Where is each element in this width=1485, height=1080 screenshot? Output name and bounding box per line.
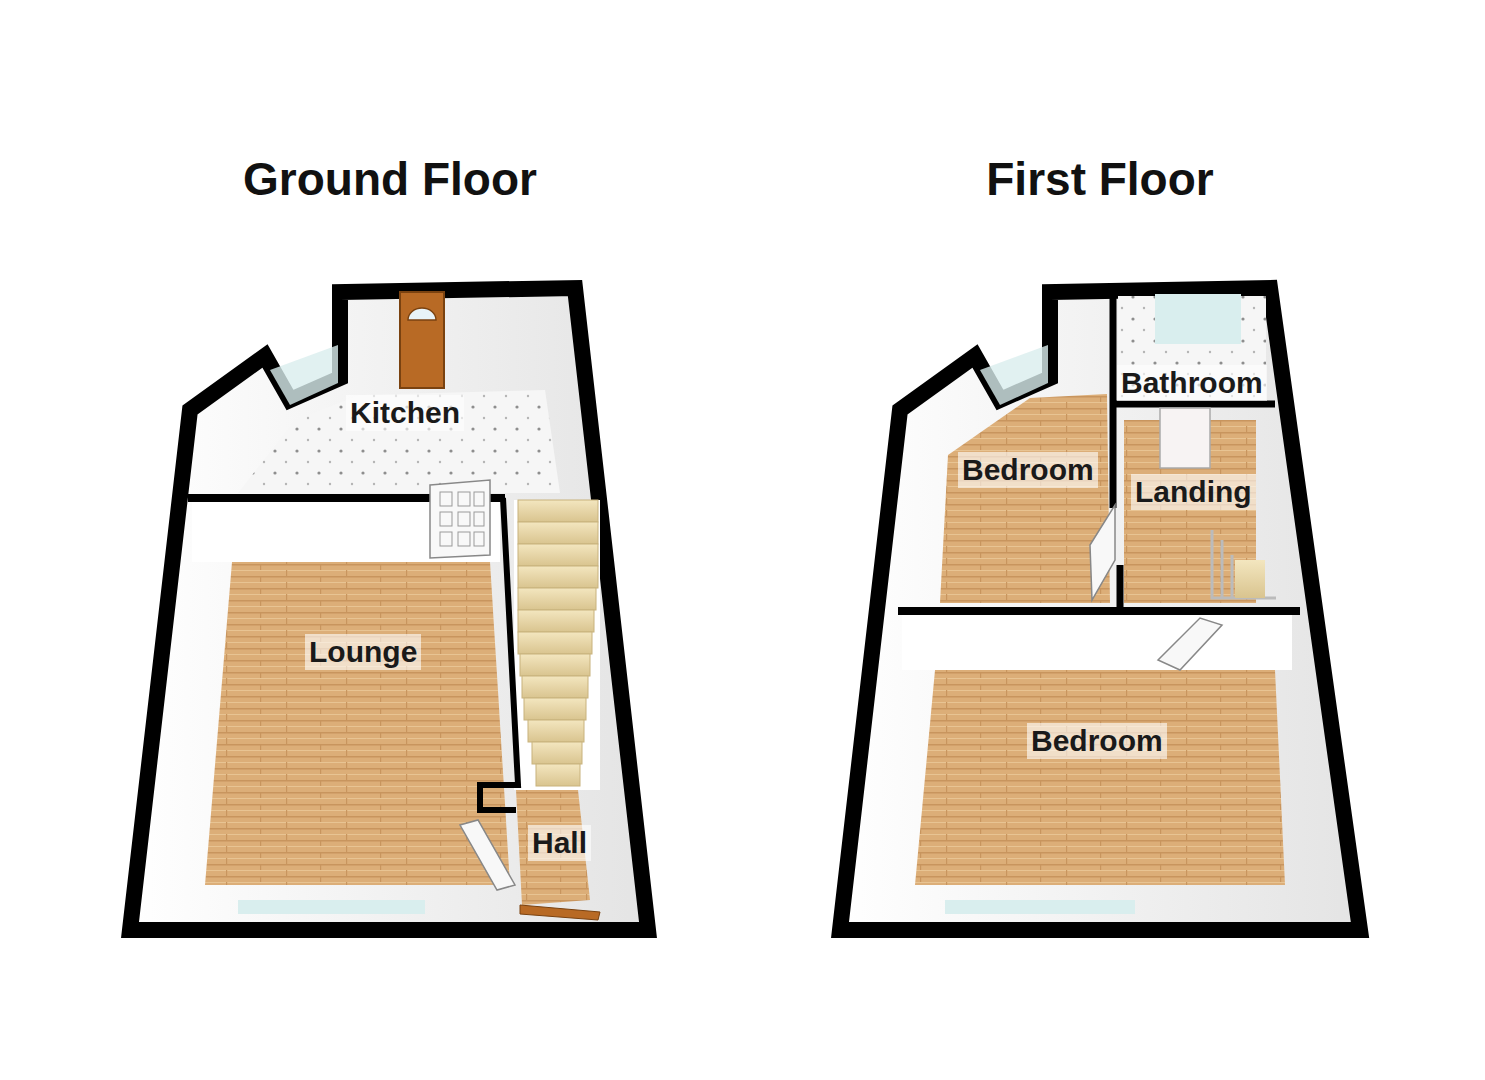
room-name: Hall xyxy=(528,825,591,861)
room-name: Landing xyxy=(1131,474,1256,510)
floor-heading: Ground Floor xyxy=(110,152,670,206)
room-label-box: Bedroom xyxy=(958,452,1098,488)
room-name: Bedroom xyxy=(1027,723,1167,759)
room-name: Bedroom xyxy=(958,452,1098,488)
floor-plan-outline: First FloorBedroomBathroomLandingBedroom xyxy=(820,140,1380,950)
room-name: Bathroom xyxy=(1117,365,1267,401)
room-label-box: Bathroom xyxy=(1117,365,1267,401)
room-label-box: Kitchen xyxy=(346,395,464,431)
room-name: Lounge xyxy=(305,634,421,670)
room-label-box: Landing xyxy=(1131,474,1256,510)
room-label-box: Lounge xyxy=(305,634,421,670)
room-name: Kitchen xyxy=(346,395,464,431)
room-label-box: Bedroom xyxy=(1027,723,1167,759)
floor-heading: First Floor xyxy=(820,152,1380,206)
room-label-box: Hall xyxy=(528,825,591,861)
floor-plan-outline: Ground FloorKitchenLoungeHall xyxy=(110,140,670,950)
